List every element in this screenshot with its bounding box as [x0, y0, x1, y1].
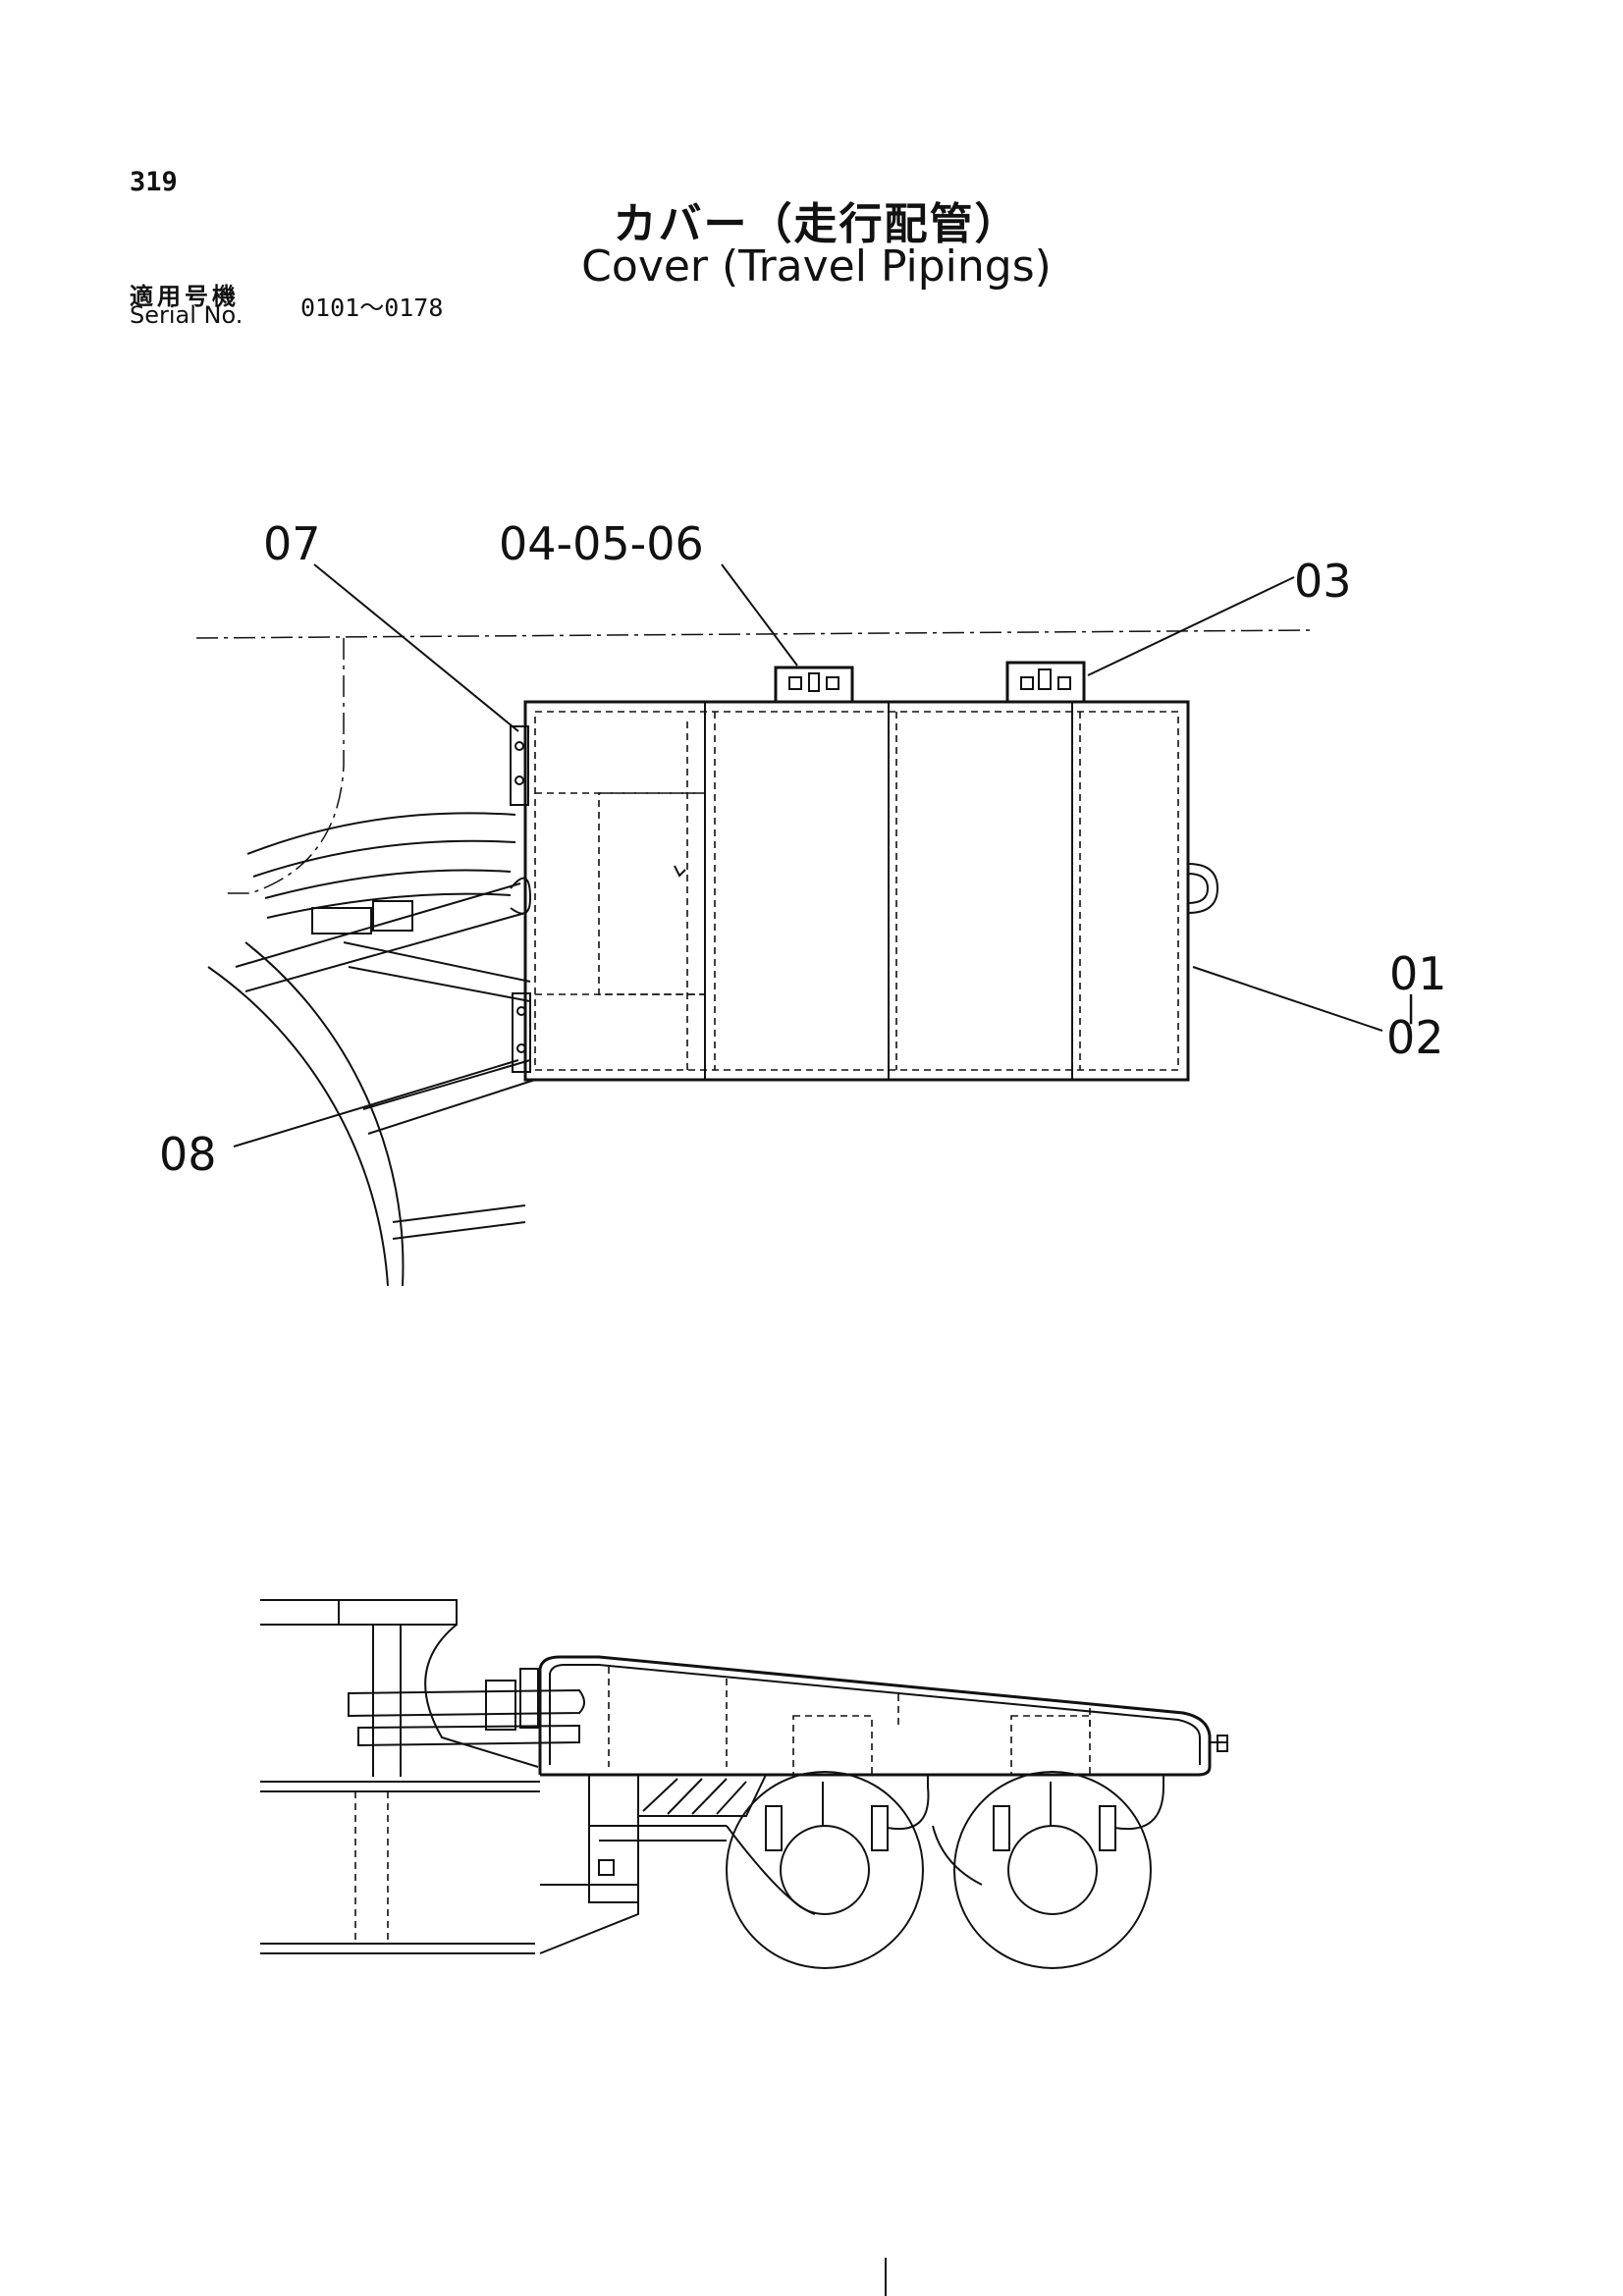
callout-01-02-separator: | [1406, 990, 1416, 1025]
serial-label-english: Serial No. [130, 301, 243, 329]
pipe-3 [343, 941, 531, 983]
cover-handle [1187, 863, 1219, 914]
wheel-rear-motor [1010, 1715, 1091, 1776]
leader-08 [233, 1059, 519, 1148]
side-cover-profile [538, 1655, 1212, 1777]
bracket-bottom-bolt-2 [516, 1043, 526, 1053]
clamp-03-bolt-3 [1057, 676, 1071, 690]
cover-inner-box [598, 792, 706, 995]
side-cover-tab-end [1217, 1735, 1228, 1752]
clamp-04-05-06-bolt-2 [808, 672, 820, 692]
clamp-04-05-06 [774, 666, 854, 704]
serial-range: 0101～0178 [300, 294, 444, 322]
leader-03 [1087, 576, 1295, 676]
wheel-front-pipe [887, 1775, 930, 1831]
wheel-rear-bracket-right [1099, 1805, 1116, 1851]
side-cover-inner-profile [549, 1664, 1201, 1765]
bracket-top-bolt-2 [514, 775, 524, 785]
cover-handle-inner [1187, 873, 1210, 904]
wheel-rear-outer [953, 1771, 1152, 1969]
side-hose-2 [357, 1724, 580, 1747]
frame-curve [424, 1624, 539, 1768]
chassis-bolt [598, 1859, 615, 1876]
chassis-hatching [642, 1778, 747, 1815]
page-title-japanese: カバー（走行配管） [613, 199, 1020, 249]
clamp-04-05-06-bolt-3 [826, 676, 839, 690]
frame-top-block [338, 1599, 458, 1626]
pipe-5 [362, 1059, 531, 1110]
leader-07 [313, 563, 519, 732]
clamp-03 [1005, 661, 1086, 704]
pipe-4 [348, 966, 531, 1002]
clamp-03-bolt-1 [1020, 676, 1034, 690]
side-hose-1 [348, 1688, 585, 1718]
chassis-lower-bracket [539, 1884, 639, 1954]
lower-hose-1 [726, 1825, 816, 1915]
wheel-front-motor [792, 1715, 873, 1776]
side-hose-fitting [485, 1680, 516, 1731]
hose-fitting-1 [311, 907, 372, 934]
top-view-drawing: 07 04-05-06 03 01 | 02 08 [159, 517, 1447, 1287]
hose-1b [252, 839, 516, 878]
pipe-7 [392, 1204, 526, 1223]
wheel-arc-outer [207, 966, 389, 1287]
wheel-front-outer [726, 1771, 924, 1969]
callout-07: 07 [263, 517, 321, 570]
pipe-6 [367, 1079, 536, 1135]
callout-04-05-06: 04-05-06 [499, 517, 704, 570]
hose-clamp [510, 877, 532, 915]
hose-fitting-2 [372, 900, 413, 932]
lower-hose-2 [932, 1825, 983, 1886]
chassis-hatched-block [637, 1774, 768, 1817]
side-hose-elbow [519, 1668, 539, 1729]
hose-1a [246, 812, 516, 855]
clamp-03-bolt-2 [1038, 668, 1052, 690]
body-outline-left [226, 638, 345, 894]
wheel-arc-inner [244, 941, 405, 1287]
wheel-rear-bracket-left [993, 1805, 1010, 1851]
cover-outline [523, 700, 1190, 1082]
leader-01-02 [1192, 966, 1383, 1032]
bracket-bottom [512, 992, 531, 1073]
center-line [195, 629, 1312, 639]
bracket-bottom-bolt-1 [516, 1006, 526, 1016]
callout-08: 08 [159, 1128, 217, 1181]
wheel-front-hub [780, 1825, 870, 1915]
cover-inner-outline [534, 711, 1179, 1071]
cover-center-mark [674, 865, 686, 878]
clamp-04-05-06-bolt-1 [788, 676, 802, 690]
callout-03: 03 [1294, 555, 1352, 608]
callout-01: 01 [1389, 947, 1447, 1000]
wheel-front-bracket-right [871, 1805, 889, 1851]
page-number: 319 [130, 167, 178, 197]
bracket-top-bolt-1 [514, 741, 524, 751]
side-view-drawing [260, 1599, 1228, 1969]
pipe-1 [235, 882, 521, 968]
pipe-2 [244, 912, 526, 992]
leader-04-05-06 [721, 563, 798, 667]
pipe-8 [392, 1221, 526, 1240]
serial-label-japanese: 適用号機 [130, 283, 240, 310]
page-title-english: Cover (Travel Pipings) [581, 241, 1052, 292]
wheel-rear-pipe [1114, 1775, 1164, 1831]
wheel-front-bracket-left [765, 1805, 783, 1851]
chassis-block [588, 1774, 639, 1903]
callout-02: 02 [1386, 1011, 1444, 1064]
bracket-top [510, 725, 529, 806]
wheel-rear-hub [1007, 1825, 1098, 1915]
hose-2a [264, 869, 512, 899]
